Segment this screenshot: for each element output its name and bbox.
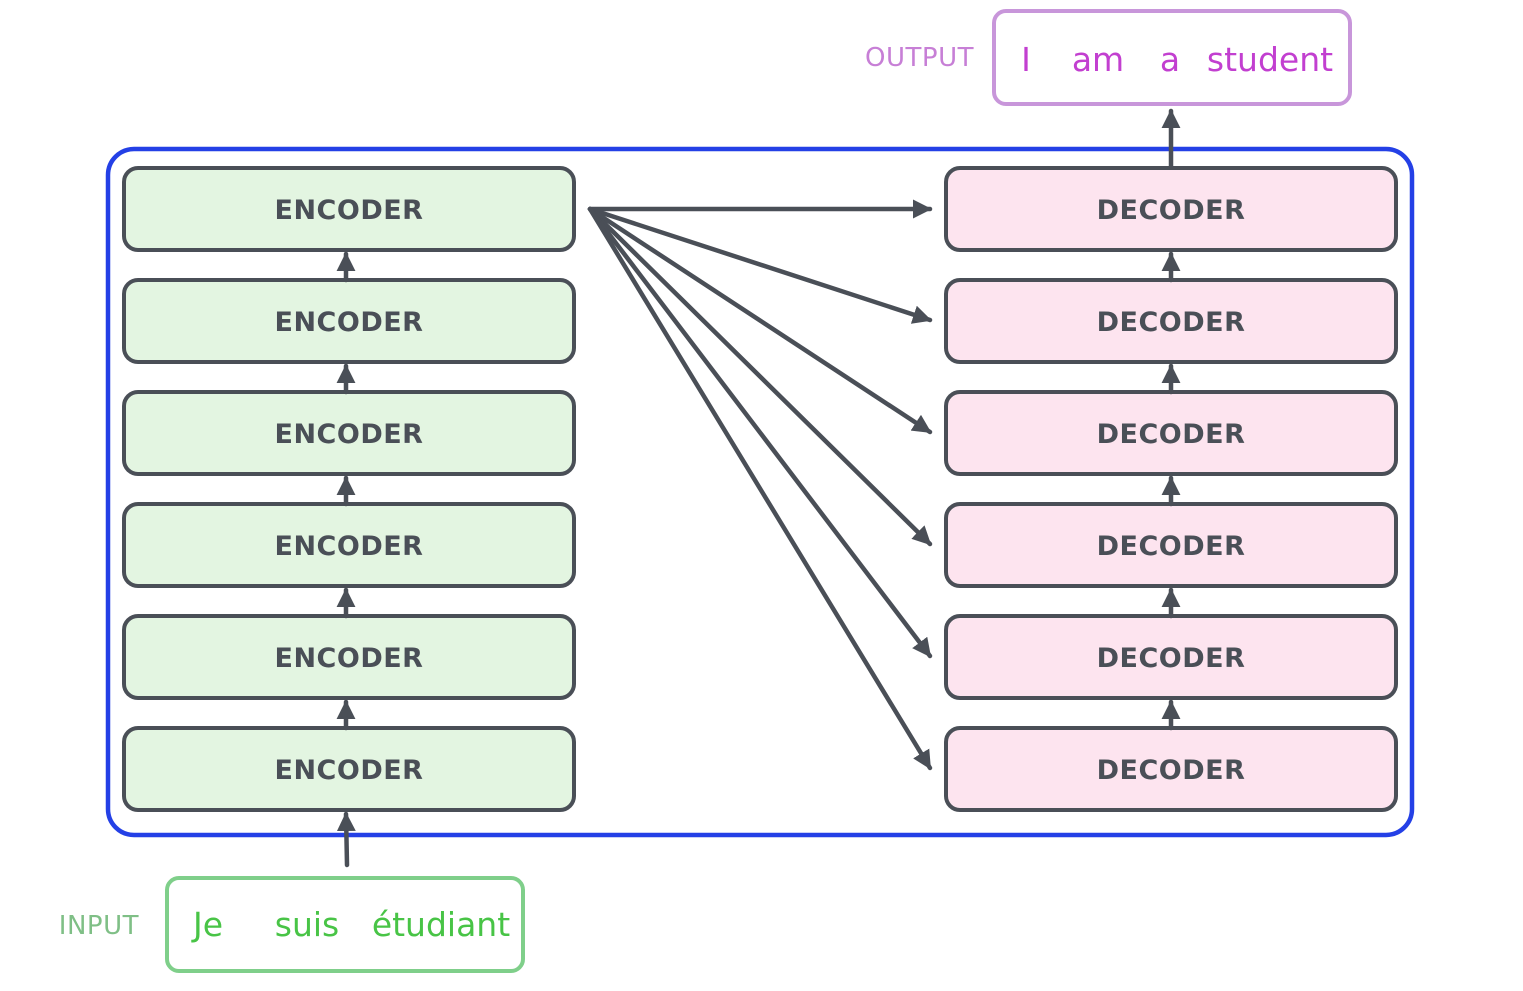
encoder-label: ENCODER	[275, 755, 424, 786]
output-word: I	[1021, 40, 1031, 79]
decoder-label: DECODER	[1097, 643, 1246, 674]
input-word: étudiant	[372, 905, 510, 944]
decoder-label: DECODER	[1097, 419, 1246, 450]
decoder-label: DECODER	[1097, 307, 1246, 338]
decoder-block: DECODER	[944, 502, 1398, 588]
input-word: suis	[275, 905, 339, 944]
encoder-block: ENCODER	[122, 726, 576, 812]
decoder-label: DECODER	[1097, 195, 1246, 226]
arrows	[336, 108, 1181, 868]
encoder-label: ENCODER	[275, 195, 424, 226]
input-group: INPUT Je suis étudiant	[59, 876, 525, 973]
encoder-stack: ENCODER ENCODER ENCODER ENCODER ENCODER …	[122, 166, 576, 812]
encoder-to-decoder-arrow	[587, 206, 933, 324]
decoder-block: DECODER	[944, 726, 1398, 812]
output-box	[992, 9, 1352, 106]
encoder-block: ENCODER	[122, 166, 576, 252]
encoder-to-decoder-arrow	[587, 206, 933, 771]
input-box	[165, 876, 525, 973]
output-word: student	[1207, 40, 1333, 79]
input-label: INPUT	[59, 911, 139, 941]
output-label: OUTPUT	[865, 43, 974, 73]
encoder-block: ENCODER	[122, 278, 576, 364]
encoder-label: ENCODER	[275, 643, 424, 674]
input-to-encoder-arrow	[336, 811, 356, 868]
encoder-to-decoder-arrow	[587, 206, 933, 547]
decoder-label: DECODER	[1097, 531, 1246, 562]
output-word: a	[1160, 40, 1180, 79]
encoder-label: ENCODER	[275, 531, 424, 562]
encoder-to-decoder-arrow	[587, 206, 933, 659]
input-word: Je	[191, 905, 223, 944]
encoder-to-decoder-arrow	[587, 206, 933, 435]
encoder-block: ENCODER	[122, 614, 576, 700]
decoder-block: DECODER	[944, 166, 1398, 252]
stack-container	[105, 146, 1415, 838]
output-group: OUTPUT I am a student	[865, 9, 1352, 106]
output-word: am	[1072, 40, 1124, 79]
decoder-block: DECODER	[944, 390, 1398, 476]
decoder-label: DECODER	[1097, 755, 1246, 786]
decoder-block: DECODER	[944, 278, 1398, 364]
decoder-stack: DECODER DECODER DECODER DECODER DECODER …	[944, 166, 1398, 812]
encoder-label: ENCODER	[275, 307, 424, 338]
encoder-block: ENCODER	[122, 390, 576, 476]
encoder-block: ENCODER	[122, 502, 576, 588]
encoder-label: ENCODER	[275, 419, 424, 450]
decoder-block: DECODER	[944, 614, 1398, 700]
